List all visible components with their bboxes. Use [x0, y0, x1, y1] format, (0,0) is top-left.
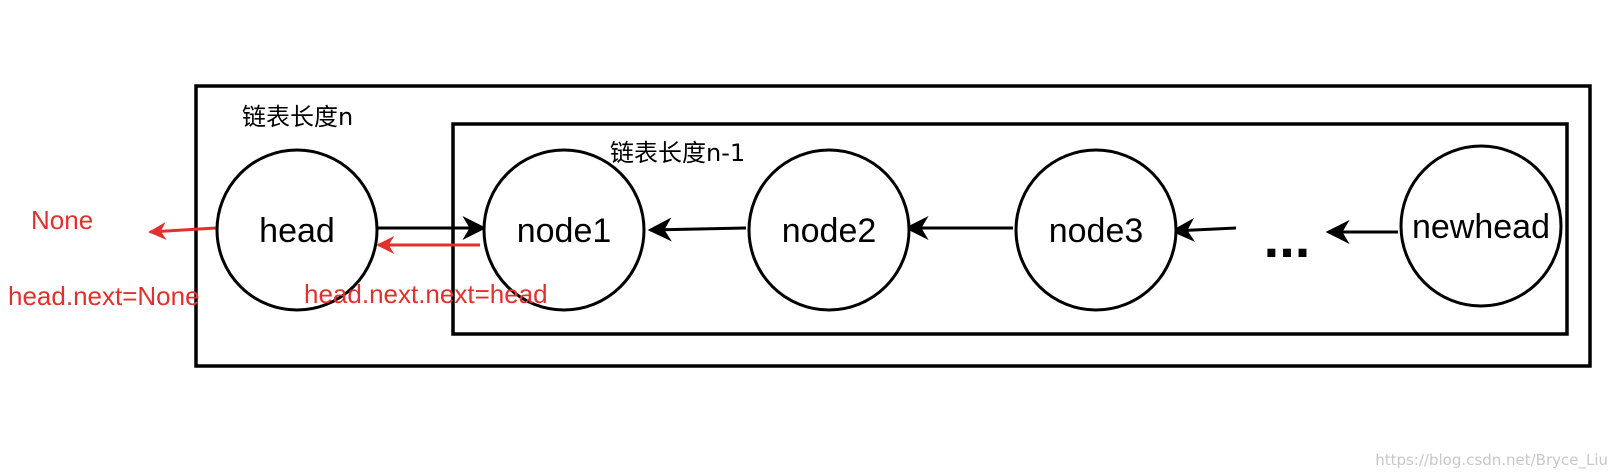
node-newhead: newhead: [1399, 144, 1563, 308]
outer-box-label: 链表长度n: [242, 103, 353, 131]
node-node1-label: node1: [517, 212, 612, 250]
arrow-node2-to-node1: [647, 217, 747, 242]
node-node3-label: node3: [1049, 212, 1144, 250]
node-node1: node1: [482, 148, 646, 312]
node-newhead-label: newhead: [1412, 208, 1550, 246]
node-node2-label: node2: [782, 212, 877, 250]
arrow-ellipsis-to-node3: [1170, 217, 1237, 242]
head-next-next-label: head.next.next=head: [304, 279, 548, 309]
none-label: None: [31, 205, 93, 235]
node-node2: node2: [747, 148, 911, 312]
node-head-label: head: [259, 212, 335, 250]
outer-box: [194, 84, 1592, 368]
node-head: head: [215, 148, 379, 312]
watermark: https://blog.csdn.net/Bryce_Liu: [1375, 451, 1608, 470]
arrow-head-to-none: [148, 222, 217, 241]
inner-box-label: 链表长度n-1: [610, 139, 745, 167]
head-next-label: head.next=None: [8, 281, 200, 311]
node-node3: node3: [1014, 148, 1178, 312]
ellipsis: ...: [1264, 206, 1311, 269]
